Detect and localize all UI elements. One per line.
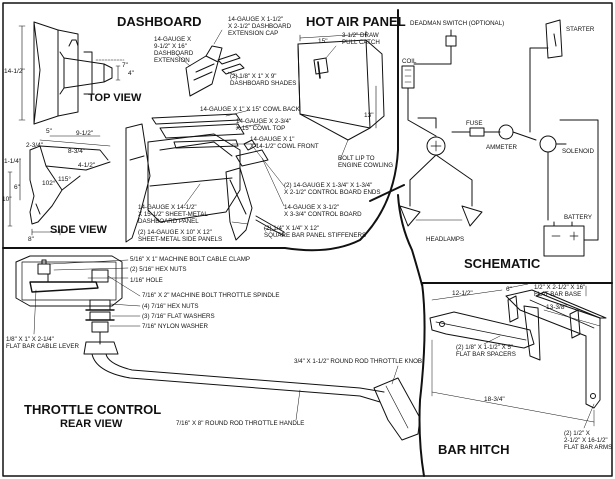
label-battery: BATTERY: [564, 214, 592, 221]
schematic-title: SCHEMATIC: [464, 256, 541, 271]
throttle-drawing: [15, 255, 421, 441]
label-coil: COIL: [402, 58, 417, 65]
dim-side-6: 6": [14, 184, 20, 191]
hot-air-panel-title: HOT AIR PANEL: [306, 14, 406, 29]
throttle-control-title: THROTTLE CONTROL: [24, 402, 162, 417]
label-solenoid: SOLENOID: [562, 148, 594, 155]
dim-side-115: 115°: [58, 176, 71, 183]
label-pull-catch: 3-1/2" DRAW PULL CATCH: [342, 32, 380, 46]
label-throttle-knob: 3/4" X 1-1/2" ROUND ROD THROTTLE KNOB: [294, 358, 423, 365]
label-hex-nuts-716: (4) 7/16" HEX NUTS: [142, 303, 199, 310]
label-dashboard-shades: (2) 1/8" X 1" X 9" DASHBOARD SHADES: [230, 73, 297, 87]
dim-top-width: 14-1/2": [4, 68, 25, 75]
label-hole: 1/16" HOLE: [130, 277, 163, 284]
rear-view-title: REAR VIEW: [60, 418, 123, 430]
label-control-board-ends: (2) 14-GAUGE X 1-3/4" X 1-3/4" X 2-1/2" …: [284, 182, 381, 196]
dim-hot-air-width: 15": [318, 38, 328, 45]
side-view-drawing: [7, 135, 111, 236]
dim-side-102: 102°: [42, 180, 56, 187]
label-bolt-lip: BOLT LIP TO ENGINE COWLING: [338, 155, 394, 169]
label-flat-bar-base: 1/2" X 2-1/2" X 16" FLAT BAR BASE: [534, 284, 586, 298]
label-control-board: 14-GAUGE X 3-1/2" X 3-3/4" CONTROL BOARD: [284, 204, 362, 218]
label-extension-cap: 14-GAUGE X 1-1/2" X 2-1/2" DASHBOARD EXT…: [228, 16, 292, 37]
hot-air-panel-drawing: [297, 30, 385, 161]
dim-side-4-1-2: 4-1/2": [78, 162, 96, 169]
dim-side-5: 5": [46, 128, 52, 135]
label-spindle: 7/16" X 2" MACHINE BOLT THROTTLE SPINDLE: [142, 292, 280, 299]
label-headlamps: HEADLAMPS: [426, 236, 465, 243]
label-hex-nuts-516: (2) 5/16" HEX NUTS: [130, 266, 187, 273]
dim-hitch-18-3-4: 18-3/4": [484, 396, 505, 403]
dim-hot-air-height: 13": [364, 112, 374, 119]
label-dashboard-extension: 14-GAUGE X 9-1/2" X 16" DASHBOARD EXTENS…: [154, 36, 194, 64]
label-cable-clamp: 5/16" X 1" MACHINE BOLT CABLE CLAMP: [130, 256, 251, 263]
dim-hitch-12-1-2: 12-1/2": [452, 290, 473, 297]
bar-hitch-title: BAR HITCH: [438, 442, 510, 457]
dim-side-1-1-4: 1-1/4": [4, 158, 22, 165]
label-sheet-metal-panel: 14-GAUGE X 14-1/2" X 15-1/2" SHEET-METAL…: [138, 204, 208, 225]
dim-top-inner: 7": [122, 62, 128, 69]
label-flat-washers: (3) 7/16" FLAT WASHERS: [142, 313, 215, 320]
dim-side-9-1-2: 9-1/2": [76, 130, 94, 137]
label-cable-lever: 1/8" X 1" X 2-1/4" FLAT BAR CABLE LEVER: [6, 336, 80, 350]
top-view-title: TOP VIEW: [88, 92, 142, 104]
dim-side-10: 10": [2, 196, 12, 203]
dim-side-2-3-4: 2-3/4": [26, 142, 44, 149]
side-view-title: SIDE VIEW: [50, 224, 107, 236]
label-fuse: FUSE: [466, 120, 483, 127]
dashboard-assembly-drawing: [125, 29, 285, 243]
label-side-panels: (2) 14-GAUGE X 10" X 12" SHEET-METAL SID…: [138, 229, 223, 243]
label-stiffeners: (2) 1/4" X 1/4" X 12" SQUARE BAR PANEL S…: [264, 225, 367, 239]
label-flat-bar-arms: (2) 1/2" X 2-1/2" X 16-1/2" FLAT BAR ARM…: [564, 430, 613, 451]
top-view-drawing: [18, 21, 125, 125]
label-deadman-switch: DEADMAN SWITCH (OPTIONAL): [410, 20, 505, 27]
label-cowl-front: 14-GAUGE X 1" X 14-1/2" COWL FRONT: [250, 136, 319, 150]
dim-side-8: 8": [28, 236, 34, 243]
dim-top-four: 4": [128, 70, 134, 77]
label-ammeter: AMMETER: [486, 144, 517, 151]
dim-side-8-3-4: 8-3/4": [68, 148, 86, 155]
label-nylon-washer: 7/16" NYLON WASHER: [142, 323, 208, 330]
dim-hitch-6: 6": [506, 286, 512, 293]
bar-hitch-drawing: [429, 283, 607, 429]
dim-hitch-13-3-8: 13-3/8": [546, 304, 567, 311]
schematic-drawing: [399, 19, 599, 257]
label-flat-bar-spacers: (2) 1/8" X 1-1/2" X 5" FLAT BAR SPACERS: [456, 344, 516, 358]
label-starter: STARTER: [566, 26, 595, 33]
label-throttle-handle: 7/16" X 8" ROUND ROD THROTTLE HANDLE: [176, 420, 305, 427]
label-cowl-top: 14-GAUGE X 2-3/4" X 15" COWL TOP: [236, 118, 292, 132]
dashboard-title: DASHBOARD: [117, 14, 202, 29]
label-cowl-back: 14-GAUGE X 1" X 15" COWL BACK: [200, 106, 300, 113]
